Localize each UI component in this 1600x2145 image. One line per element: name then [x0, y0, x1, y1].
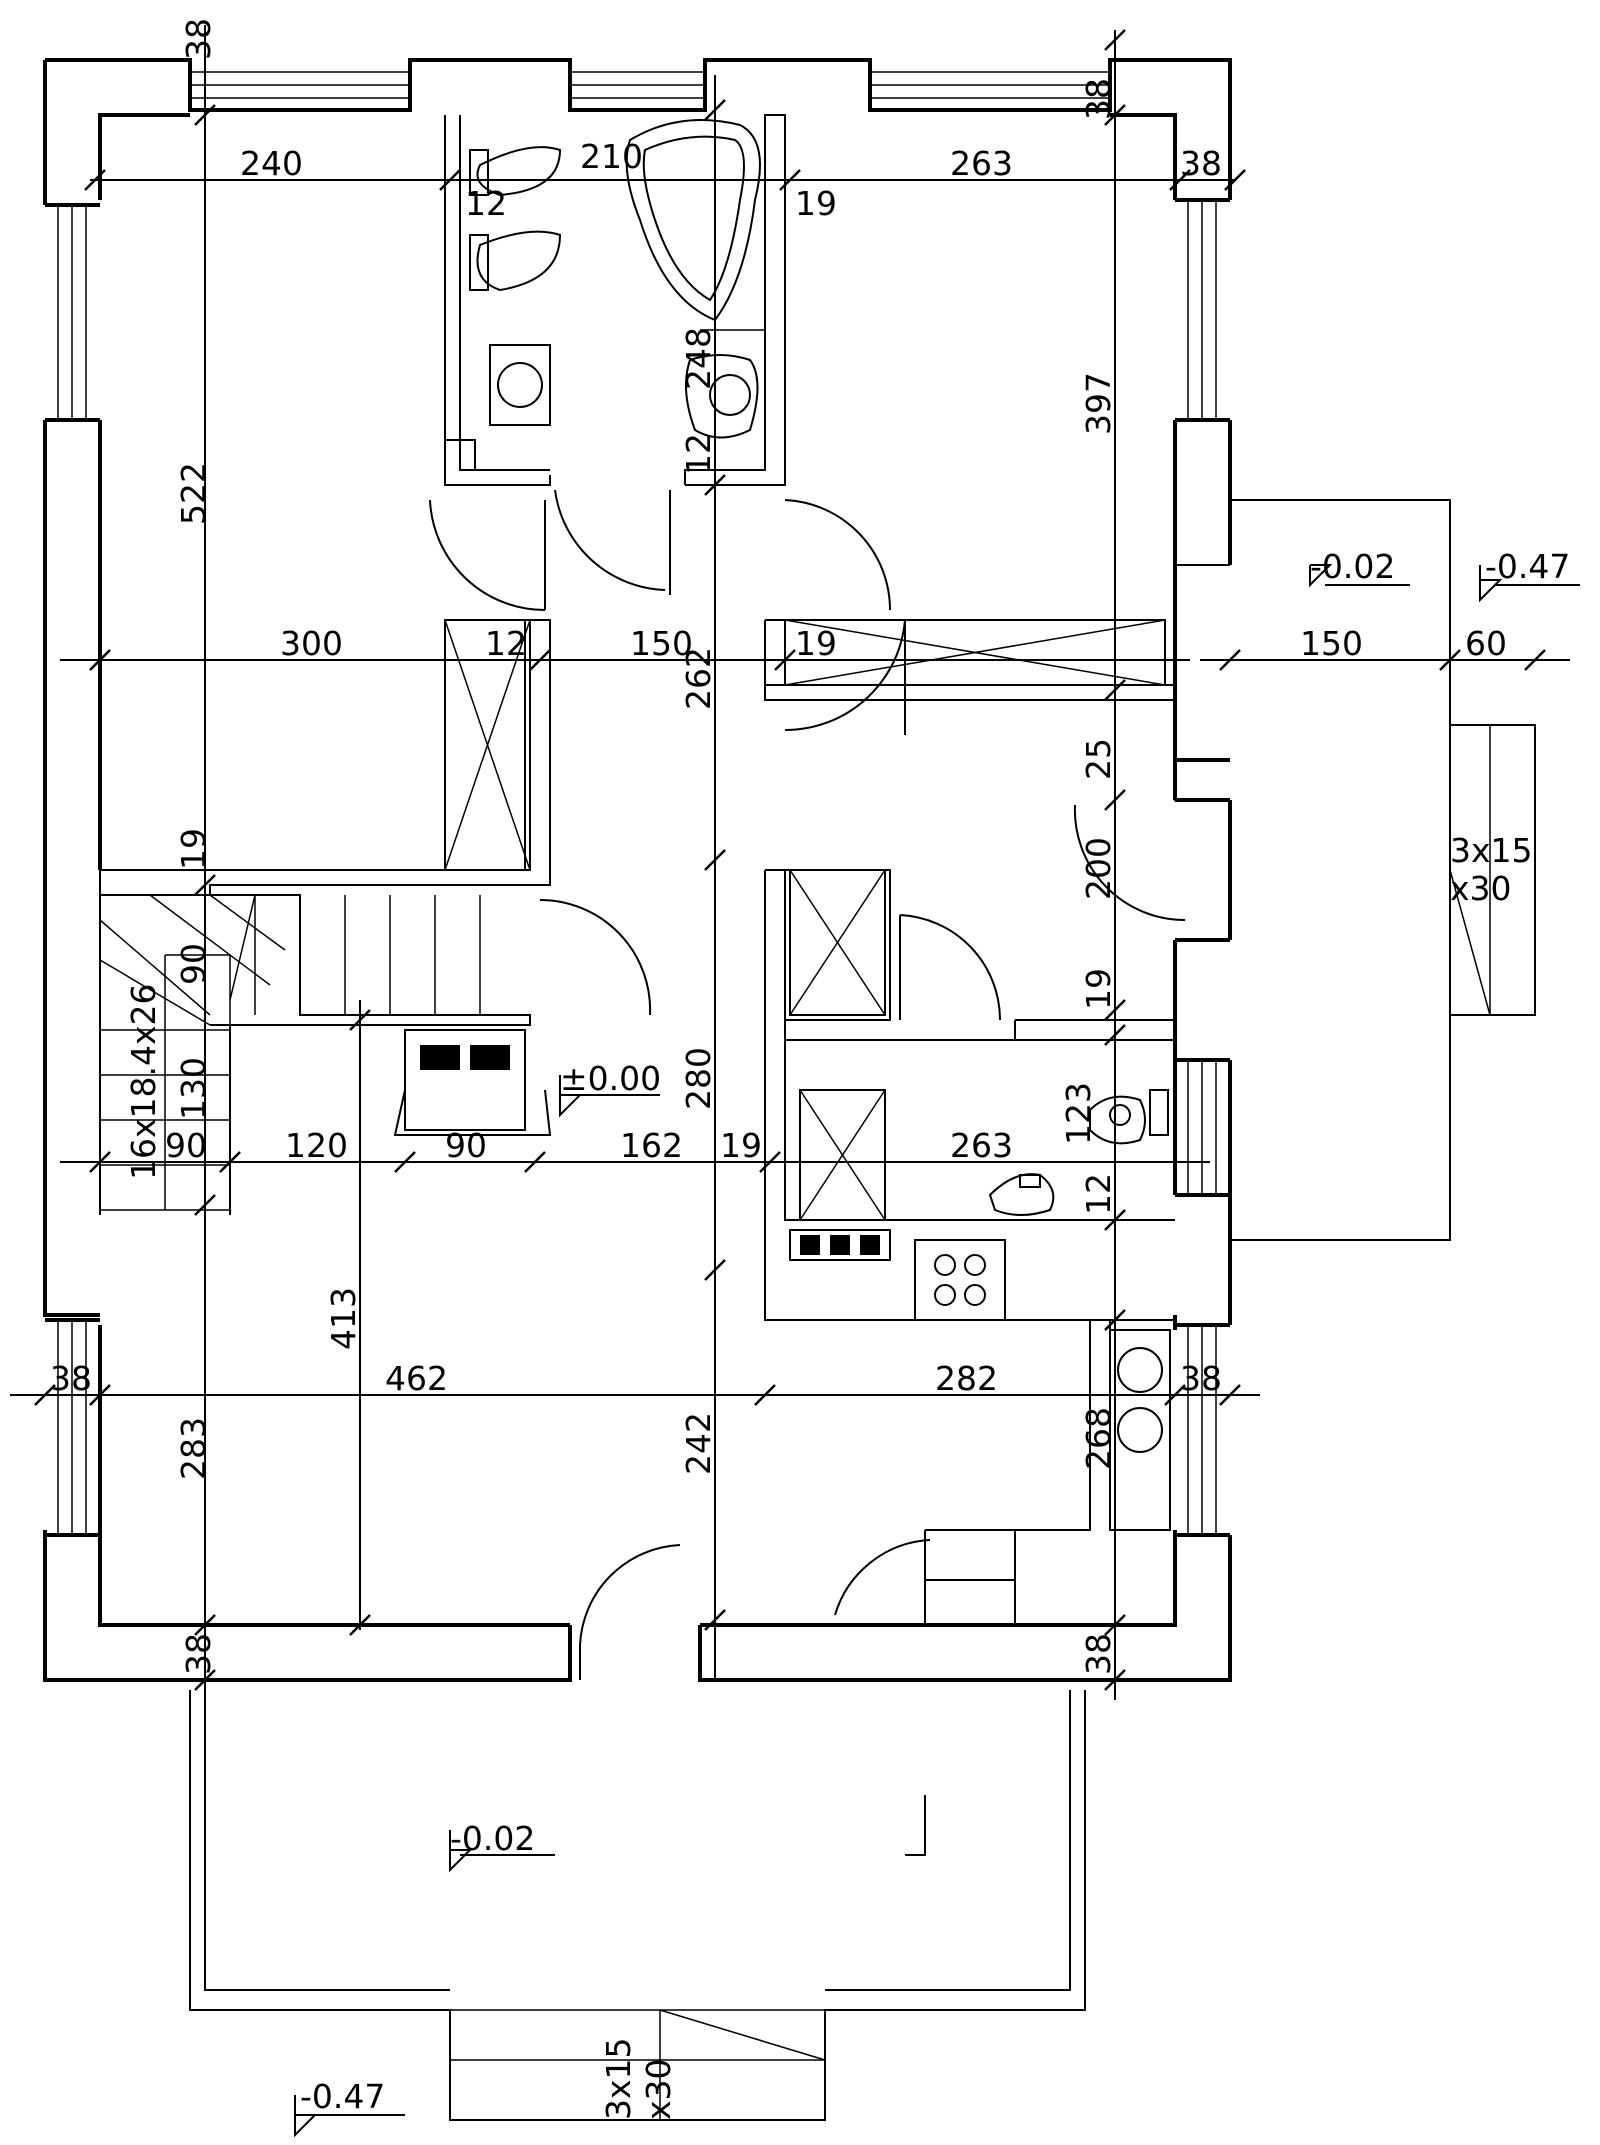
dim-19-mid: 19	[795, 624, 837, 663]
dim-248: 248	[679, 327, 718, 390]
dim-12-mid: 12	[485, 624, 527, 663]
level-marker-icon	[559, 1075, 660, 1118]
dim-19-top: 19	[795, 184, 837, 223]
dim-300: 300	[280, 624, 343, 663]
stairs-label: 16x18.4x26	[124, 983, 163, 1180]
interior-walls	[99, 114, 1230, 1625]
dim-19-b: 19	[720, 1126, 762, 1165]
level-marker-icon	[294, 2095, 405, 2138]
dim-19-left: 19	[174, 828, 213, 870]
steps-front-a: 3x15	[599, 2037, 638, 2120]
dim-25: 25	[1079, 738, 1118, 780]
dim-60: 60	[1465, 624, 1507, 663]
dim-12-bath: 12	[465, 184, 507, 223]
fixtures	[393, 119, 1171, 1531]
dim-120: 120	[285, 1126, 348, 1165]
dim-210: 210	[580, 137, 643, 176]
dim-268: 268	[1079, 1407, 1118, 1470]
dim-90-l: 90	[165, 1126, 207, 1165]
dim-123: 123	[1059, 1082, 1098, 1145]
dim-38-tl: 38	[179, 18, 218, 60]
dim-462: 462	[385, 1359, 448, 1398]
level-ground-bottom: -0.47	[300, 2077, 385, 2116]
terraces	[189, 499, 1536, 2121]
dim-19-wc: 19	[1079, 968, 1118, 1010]
level-marker-icon	[449, 1830, 555, 1873]
dim-90-stair: 90	[174, 943, 213, 985]
dim-130: 130	[174, 1057, 213, 1120]
dim-38-bl: 38	[179, 1633, 218, 1675]
dimension-labels: 240 12 210 19 263 38 300 12 150 19 150 6…	[50, 137, 1507, 1398]
dim-38-r: 38	[1180, 1359, 1222, 1398]
dimension-ticks	[34, 29, 1546, 1691]
level-terrace-bottom: -0.02	[450, 1819, 535, 1858]
dim-263-b: 263	[950, 1126, 1013, 1165]
level-marker-icon	[1309, 564, 1410, 588]
dim-283: 283	[174, 1417, 213, 1480]
steps-labels: 3x15 x30 3x15 x30	[599, 831, 1533, 2120]
dim-150-ext: 150	[1300, 624, 1363, 663]
dim-397: 397	[1079, 372, 1118, 435]
level-ground-right: -0.47	[1485, 547, 1570, 586]
dim-413: 413	[324, 1287, 363, 1350]
dim-282: 282	[935, 1359, 998, 1398]
dim-200: 200	[1079, 837, 1118, 900]
dim-12-wc: 12	[1079, 1173, 1118, 1215]
dim-150: 150	[630, 624, 693, 663]
level-floor-main: ±0.00	[560, 1059, 661, 1098]
steps-side-a: 3x15	[1450, 831, 1533, 870]
dim-38-tr: 38	[1079, 78, 1118, 120]
dim-263-top: 263	[950, 144, 1013, 183]
level-terrace-right: -0.02	[1310, 547, 1395, 586]
dim-522: 522	[174, 462, 213, 525]
dim-12-sink: 12	[679, 433, 718, 475]
dimension-labels-vertical: 38 38 522 248 12 397 262 25 19 200 90 19…	[124, 18, 1118, 1675]
dim-162: 162	[620, 1126, 683, 1165]
level-markers: -0.02 -0.47 ±0.00 -0.02 -0.47	[294, 547, 1580, 2138]
dim-242: 242	[679, 1412, 718, 1475]
dim-262: 262	[679, 647, 718, 710]
dim-280: 280	[679, 1047, 718, 1110]
staircase	[99, 894, 531, 1215]
dim-38-l: 38	[50, 1359, 92, 1398]
dim-38-br: 38	[1079, 1633, 1118, 1675]
steps-front-b: x30	[639, 2058, 678, 2120]
dim-90-mid: 90	[445, 1126, 487, 1165]
windows	[57, 71, 1217, 1535]
dim-38-tr-h: 38	[1180, 144, 1222, 183]
doors	[429, 489, 1186, 1680]
level-marker-icon	[1479, 565, 1580, 603]
dim-240: 240	[240, 144, 303, 183]
steps-side-b: x30	[1450, 869, 1512, 908]
dimension-lines	[10, 25, 1570, 1700]
